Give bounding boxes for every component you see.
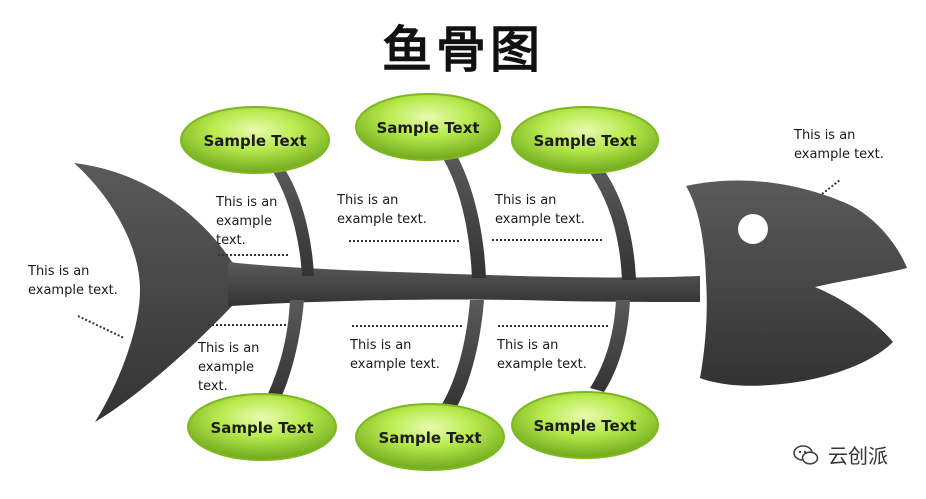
bone-top-2 — [441, 152, 486, 278]
fish-tail — [74, 163, 262, 422]
bone-top-1 — [272, 168, 314, 276]
bone-bottom-1 — [266, 300, 304, 400]
note-bottom-2: This is an example text. — [350, 338, 440, 372]
note-tail: This is an example text. — [28, 264, 118, 298]
note-top-2: This is an example text. — [337, 193, 427, 227]
diagram-title: 鱼骨图 — [382, 21, 544, 79]
bubble-bottom-2-label: Sample Text — [378, 429, 481, 447]
bubble-top-3: Sample Text — [511, 106, 659, 174]
watermark: 云创派 — [792, 440, 888, 469]
note-top-1: This is an example text. — [216, 195, 278, 248]
leader-head — [821, 179, 841, 195]
note-bottom-3: This is an example text. — [497, 338, 587, 372]
fish-spine — [228, 262, 700, 306]
watermark-text: 云创派 — [828, 444, 888, 468]
bubble-top-3-label: Sample Text — [533, 132, 636, 150]
bubble-bottom-1-label: Sample Text — [210, 419, 313, 437]
bone-top-3 — [588, 167, 636, 280]
bone-bottom-2 — [441, 300, 484, 410]
bubble-top-2: Sample Text — [355, 93, 501, 161]
note-top-3: This is an example text. — [495, 193, 585, 227]
bone-bottom-3 — [590, 300, 630, 392]
bubble-top-1: Sample Text — [180, 106, 330, 174]
leader-tail — [77, 315, 125, 339]
bubble-bottom-3: Sample Text — [511, 391, 659, 459]
bubble-top-1-label: Sample Text — [203, 132, 306, 150]
fish-eye — [738, 214, 768, 244]
bubble-top-2-label: Sample Text — [376, 119, 479, 137]
note-bottom-1: This is an example text. — [198, 341, 260, 394]
bubble-bottom-3-label: Sample Text — [533, 417, 636, 435]
note-head: This is an example text. — [794, 128, 884, 162]
wechat-icon — [793, 444, 819, 465]
bubble-bottom-1: Sample Text — [187, 393, 337, 461]
fish-head — [686, 180, 907, 386]
bubble-bottom-2: Sample Text — [355, 403, 505, 471]
